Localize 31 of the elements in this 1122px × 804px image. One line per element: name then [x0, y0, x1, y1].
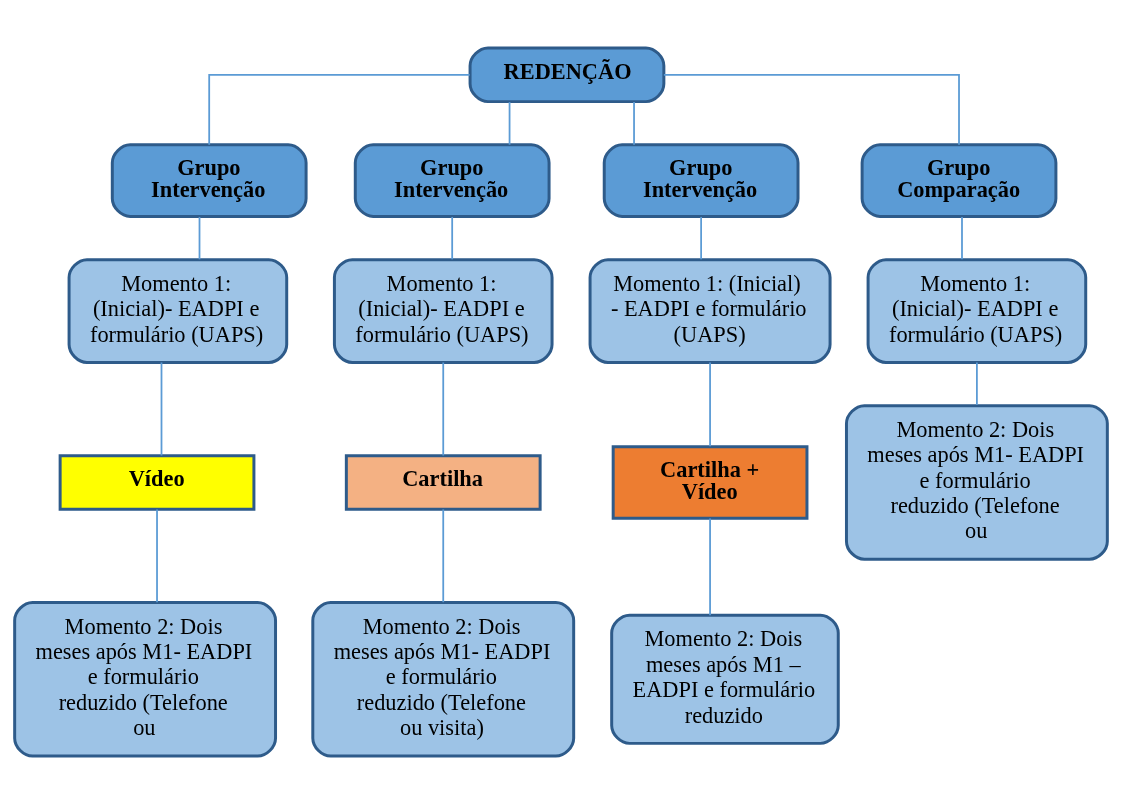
node-box: Grupo Intervenção [110, 143, 308, 218]
connector [160, 361, 163, 457]
connector [709, 517, 711, 617]
connector [508, 101, 511, 146]
node-box: Momento 2: Dois meses após M1 – EADPI e formulário reduzido [610, 613, 840, 745]
connector [208, 73, 471, 146]
connector [709, 361, 711, 448]
node-box: Momento 2: Dois meses após M1- EADPI e formulário reduzido (Telefone ou [845, 404, 1109, 561]
connector [633, 101, 635, 146]
node-box: Grupo Intervenção [353, 143, 551, 218]
node-box: REDENÇÃO [468, 46, 666, 104]
node-box: Momento 2: Dois meses após M1- EADPI e formulário reduzido (Telefone ou visita) [311, 601, 576, 758]
connector [198, 216, 201, 261]
node-box: Vídeo [58, 454, 256, 511]
connector [976, 361, 978, 406]
node-box: Momento 1: (Inicial)- EADPI e formulário (UAPS) [866, 258, 1088, 364]
connector [662, 73, 960, 146]
node-box: Momento 1: (Inicial) - EADPI e formulário (UAPS) [588, 258, 832, 364]
node-box: Cartilha + Vídeo [611, 445, 809, 520]
node-box: Momento 1: (Inicial)- EADPI e formulário (UAPS) [332, 258, 554, 364]
connector [156, 508, 158, 604]
node-box: Momento 2: Dois meses após M1- EADPI e formulário reduzido (Telefone ou [13, 601, 277, 758]
connector [700, 216, 702, 261]
node-box: Momento 1: (Inicial)- EADPI e formulário (UAPS) [67, 258, 289, 364]
connector [442, 361, 445, 457]
connector [961, 216, 963, 261]
node-box: Cartilha [344, 454, 542, 511]
node-box: Grupo Intervenção [602, 143, 800, 218]
connector [442, 508, 445, 604]
connector [451, 216, 454, 261]
node-box: Grupo Comparação [860, 143, 1058, 218]
